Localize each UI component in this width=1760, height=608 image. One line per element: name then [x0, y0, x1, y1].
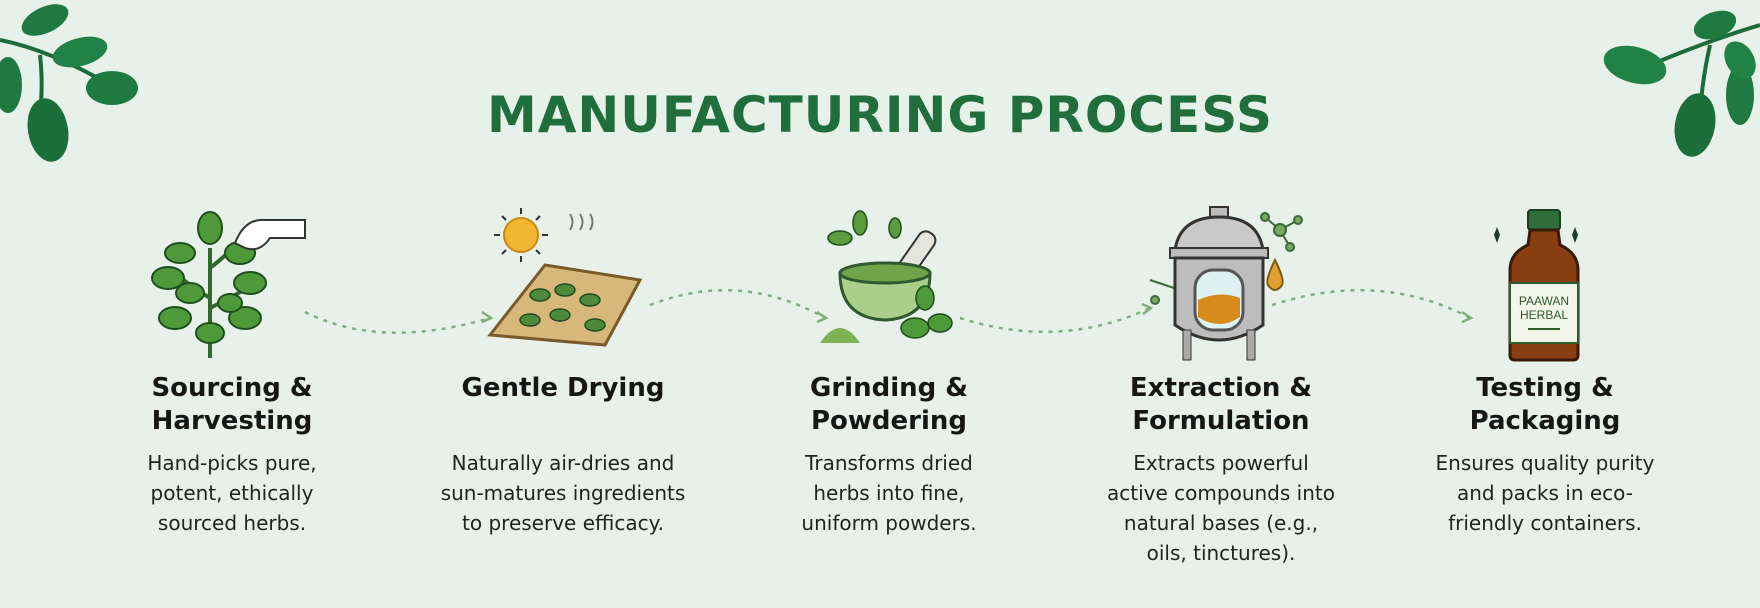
step-grinding-powdering: Grinding &Powdering Transforms dried her… [729, 372, 1049, 538]
step-gentle-drying: Gentle Drying Naturally air-dries and su… [403, 372, 723, 538]
step-testing-packaging: Testing &Packaging Ensures quality purit… [1385, 372, 1705, 538]
step-extraction-formulation: Extraction &Formulation Extracts powerfu… [1061, 372, 1381, 568]
page-title: MANUFACTURING PROCESS [486, 86, 1274, 144]
herb-plant-hand-icon [151, 211, 306, 358]
flow-arrow-3 [959, 306, 1151, 334]
herbal-bottle-icon: PAAWAN HERBAL [1494, 209, 1580, 362]
flow-arrow-2 [649, 288, 826, 320]
step-description: Ensures quality purity and packs in eco-… [1435, 451, 1655, 535]
step-title: Grinding &Powdering [810, 373, 968, 436]
process-flow-arrows [304, 288, 1474, 334]
step-title: Sourcing &Harvesting [151, 373, 313, 436]
step-description: Hand-picks pure, potent, ethically sourc… [147, 451, 317, 535]
flow-arrow-4 [1271, 289, 1471, 320]
leaf-branch-top-right-icon [1603, 10, 1760, 157]
step-title: Gentle Drying [461, 373, 665, 403]
step-description: Transforms dried herbs into fine, unifor… [801, 451, 977, 535]
bottle-label-line1: PAAWAN [1519, 294, 1569, 308]
extraction-tank-icon [1149, 206, 1303, 361]
step-title: Extraction &Formulation [1129, 373, 1313, 436]
drying-tray-sun-icon [487, 208, 643, 347]
step-description: Naturally air-dries and sun-matures ingr… [440, 451, 686, 535]
step-title: Testing &Packaging [1469, 373, 1621, 436]
step-description: Extracts powerful active compounds into … [1107, 451, 1335, 565]
bottle-label-line2: HERBAL [1520, 308, 1568, 322]
mortar-pestle-icon [820, 210, 953, 343]
leaf-branch-top-left-icon [0, 4, 138, 162]
flow-arrow-1 [304, 310, 491, 334]
step-sourcing-harvesting: Sourcing &Harvesting Hand-picks pure, po… [72, 372, 392, 538]
